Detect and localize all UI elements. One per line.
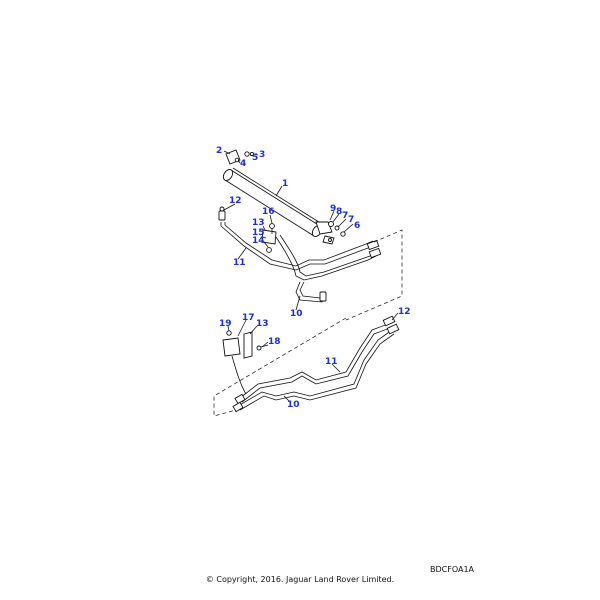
pipe-clip-upper [261,223,277,253]
callout-labels: 1 2 3 4 5 6 7 7 8 9 12 16 13 15 14 11 10… [216,146,411,410]
cooler-pipe-10-upper [275,234,379,303]
callout-6: 6 [354,221,360,231]
callout-11-upper: 11 [233,258,246,268]
pipe-fitting-upper-left [218,206,226,221]
pipe-drop-from-clip [231,355,247,395]
cooler-pipe-10-lower [237,329,395,411]
callout-13-lower: 13 [256,319,269,329]
diagram-reference-code: BDCFOA1A [430,565,475,574]
callout-4: 4 [240,159,246,169]
pipe-end-fittings-upper [319,239,382,302]
oil-cooler [222,167,323,237]
cooler-pipe-11-upper [220,222,376,271]
callout-7a: 7 [342,211,348,221]
callout-1: 1 [282,179,288,189]
copyright-notice: © Copyright, 2016. Jaguar Land Rover Lim… [205,575,395,584]
callout-12-lower: 12 [398,307,411,317]
callout-10-lower: 10 [287,400,300,410]
pipe-clip-lower [222,330,269,359]
callout-8: 8 [336,207,342,217]
callout-14: 14 [252,236,265,246]
cooler-pipe-11-lower [239,323,391,403]
callout-2: 2 [216,146,222,156]
callout-13-upper: 13 [252,218,265,228]
callout-17: 17 [242,313,255,323]
callout-5: 5 [252,153,258,163]
callout-10-upper: 10 [290,309,303,319]
callout-15: 15 [252,228,265,238]
callout-3: 3 [259,150,265,160]
continuation-box-upper [345,229,403,321]
cooler-right-fittings [315,221,346,245]
continuation-box-lower [213,317,347,417]
callout-11-lower: 11 [325,357,338,367]
callout-7b: 7 [348,215,354,225]
callout-9: 9 [330,204,336,214]
pipe-end-fittings-lower [232,315,400,413]
leader-lines [223,150,399,403]
callout-19: 19 [219,319,232,329]
callout-18: 18 [268,337,281,347]
callout-16: 16 [262,207,275,217]
callout-12-upper: 12 [229,196,242,206]
